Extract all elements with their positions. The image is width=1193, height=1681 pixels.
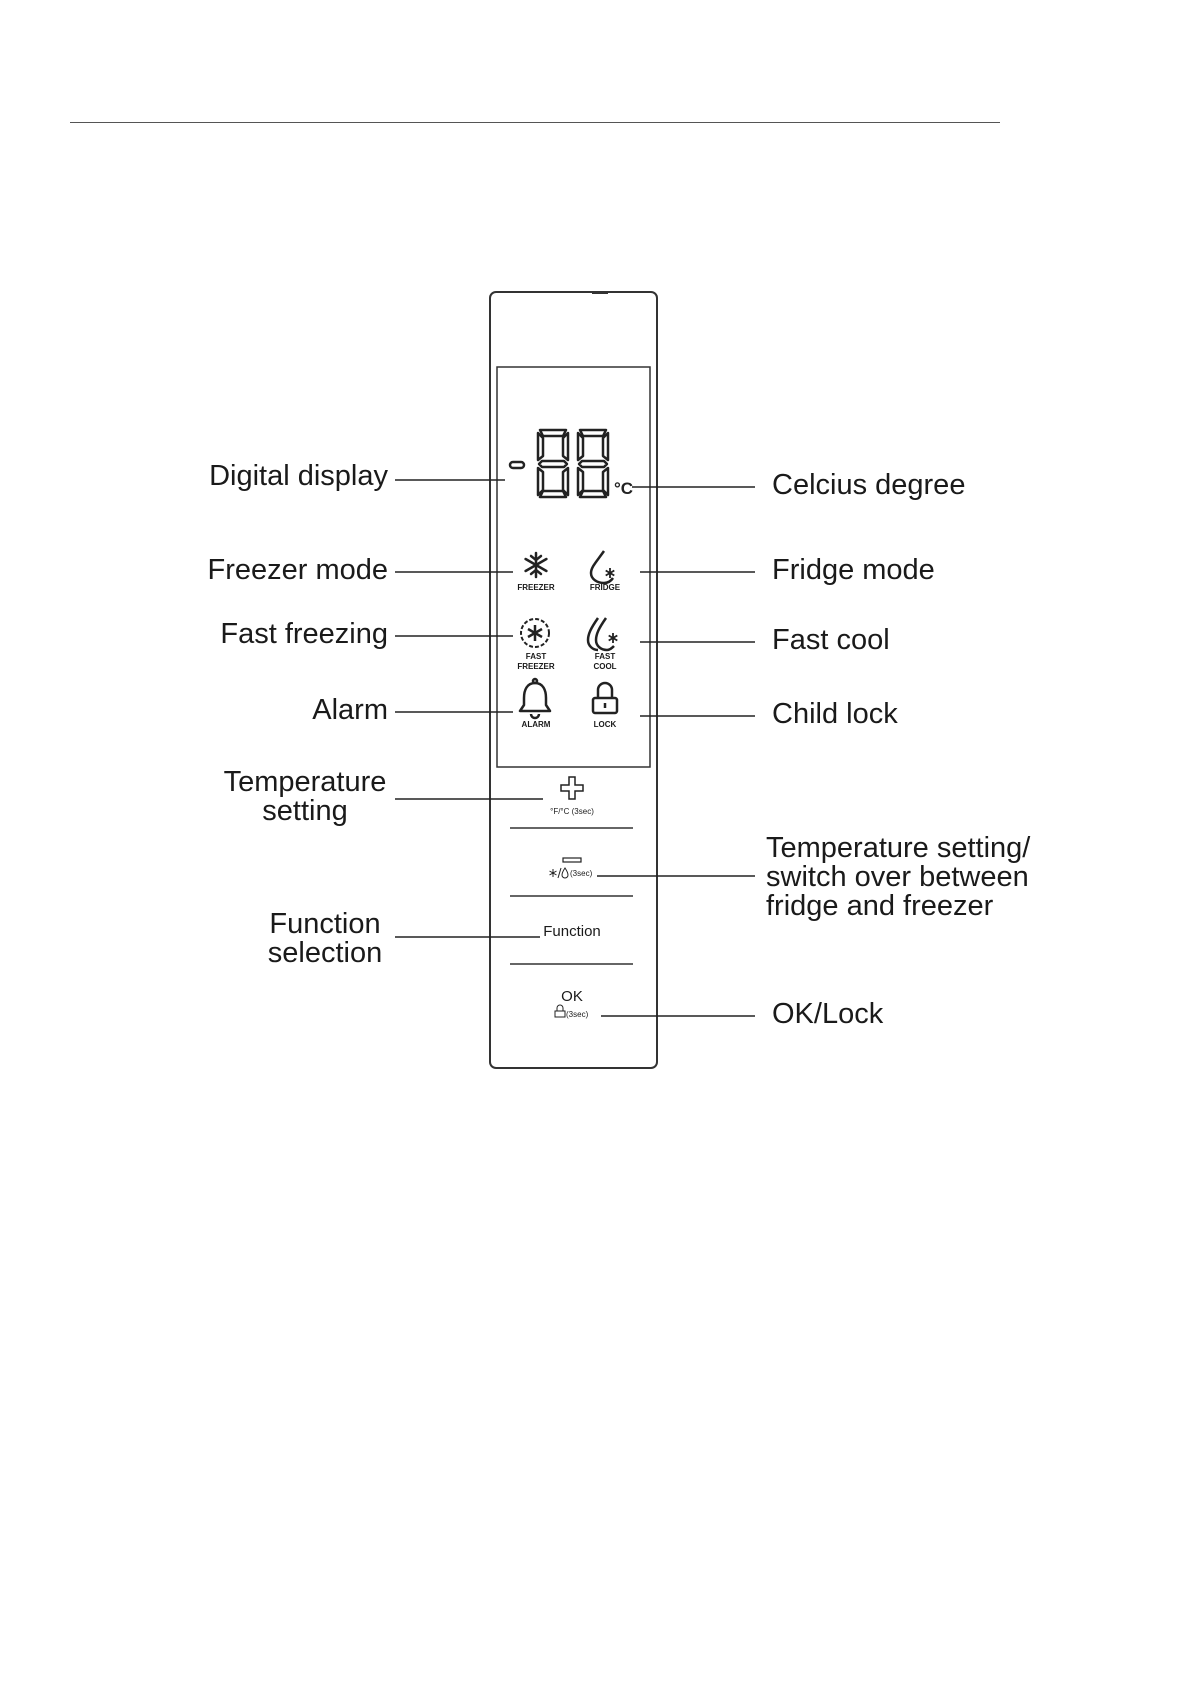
callout-fast-freezing: Fast freezing bbox=[160, 620, 388, 649]
alarm-label: ALARM bbox=[522, 720, 551, 729]
celsius-unit: °C bbox=[614, 479, 633, 498]
digit-two bbox=[578, 430, 608, 497]
callout-child-lock: Child lock bbox=[772, 700, 898, 729]
callout-ok-lock: OK/Lock bbox=[772, 1000, 883, 1029]
callout-temperature-setting: Temperature setting bbox=[205, 768, 405, 826]
ok-sub-label: (3sec) bbox=[566, 1010, 589, 1019]
ok-button[interactable]: OK bbox=[561, 988, 583, 1005]
callout-alarm: Alarm bbox=[160, 696, 388, 725]
callout-function-selection: Function selection bbox=[225, 910, 425, 968]
callout-celcius-degree: Celcius degree bbox=[772, 471, 965, 500]
lock-label: LOCK bbox=[594, 720, 617, 729]
panel-outline bbox=[490, 292, 657, 1068]
freezer-label: FREEZER bbox=[517, 583, 555, 592]
fast-cool-label-top: FAST bbox=[595, 652, 616, 661]
bell-icon bbox=[520, 679, 550, 718]
small-lock-icon bbox=[555, 1005, 565, 1017]
callout-fridge-mode: Fridge mode bbox=[772, 556, 935, 585]
minus-icon[interactable] bbox=[563, 858, 581, 862]
callout-digital-display: Digital display bbox=[160, 462, 388, 491]
display-window bbox=[497, 367, 650, 767]
fast-freezer-label-top: FAST bbox=[526, 652, 547, 661]
fast-cool-label-bottom: COOL bbox=[593, 662, 616, 671]
circular-snowflake-icon bbox=[521, 619, 549, 647]
function-button[interactable]: Function bbox=[543, 923, 601, 940]
padlock-icon bbox=[593, 683, 617, 713]
digital-display bbox=[510, 430, 608, 497]
plus-sub-label: °F/°C (3sec) bbox=[550, 807, 594, 816]
mode-switch-icons bbox=[550, 868, 569, 878]
callout-freezer-mode: Freezer mode bbox=[160, 556, 388, 585]
minus-segment bbox=[510, 462, 524, 468]
double-drop-icon bbox=[588, 618, 617, 650]
digit-one bbox=[538, 430, 568, 497]
snowflake-icon bbox=[526, 553, 547, 577]
fridge-label: FRIDGE bbox=[590, 583, 621, 592]
minus-sub-label: (3sec) bbox=[570, 869, 593, 878]
plus-icon[interactable] bbox=[561, 777, 583, 799]
drop-snowflake-icon bbox=[591, 551, 614, 583]
callout-fast-cool: Fast cool bbox=[772, 626, 890, 655]
callout-temperature-switch: Temperature setting/ switch over between… bbox=[766, 834, 1030, 921]
fast-freezer-label-bottom: FREEZER bbox=[517, 662, 555, 671]
